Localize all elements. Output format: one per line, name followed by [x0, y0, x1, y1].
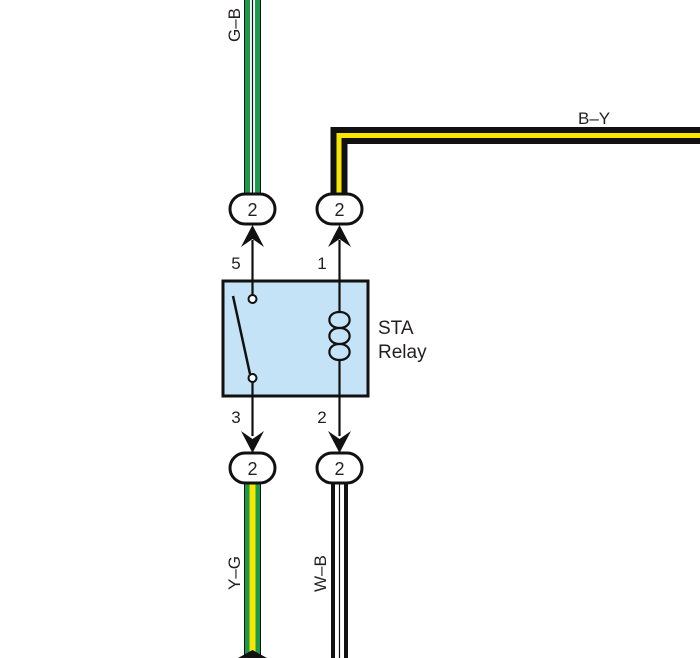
wire-label-g-b: G–B — [225, 8, 244, 42]
arrow-head-continuation — [238, 650, 267, 658]
connector-number: 2 — [334, 459, 344, 479]
switch-blade — [231, 295, 252, 375]
wire-w-b — [331, 481, 348, 658]
wire-b-y — [330, 127, 700, 196]
arrow-pin-1 — [328, 225, 351, 282]
arrow-head-up — [328, 225, 351, 247]
wire-label-b-y: B–Y — [578, 109, 610, 128]
connector-oval — [228, 192, 277, 226]
arrow-head-down — [328, 431, 351, 453]
connector-bottom-left: 2 — [228, 451, 277, 485]
pin-number-1: 1 — [317, 254, 326, 273]
connector-bottom-right: 2 — [315, 451, 364, 485]
pin-number-3: 3 — [231, 408, 240, 427]
pin-number-2: 2 — [317, 408, 326, 427]
wire-b-y-tracer — [336, 133, 700, 196]
connector-number: 2 — [247, 200, 257, 220]
wire-y-g — [244, 481, 261, 658]
relay-body — [221, 279, 370, 398]
arrow-head-down — [241, 431, 264, 453]
wire-y-g-tracer — [249, 481, 256, 658]
connector-number: 2 — [334, 200, 344, 220]
switch-contact-bottom — [247, 373, 258, 383]
arrow-pin-5 — [241, 225, 264, 282]
connector-number: 2 — [247, 459, 257, 479]
connector-top-right: 2 — [315, 192, 364, 226]
arrow-head-up — [241, 225, 264, 247]
connector-oval — [228, 451, 277, 485]
connector-top-left: 2 — [228, 192, 277, 226]
arrow-pin-3 — [241, 396, 264, 453]
switch-contact-top — [247, 294, 258, 304]
wire-label-y-g: Y–G — [225, 556, 244, 590]
arrow-pin-2 — [328, 396, 351, 453]
wire-b-y-outer — [330, 127, 700, 196]
connector-oval — [315, 451, 364, 485]
relay-name: STA — [378, 318, 414, 339]
pin-number-5: 5 — [231, 254, 240, 273]
relay-label: Relay — [378, 342, 427, 363]
connector-oval — [315, 192, 364, 226]
sta-relay — [221, 279, 370, 398]
wire-label-w-b: W–B — [311, 555, 330, 592]
wire-g-b — [244, 0, 261, 196]
